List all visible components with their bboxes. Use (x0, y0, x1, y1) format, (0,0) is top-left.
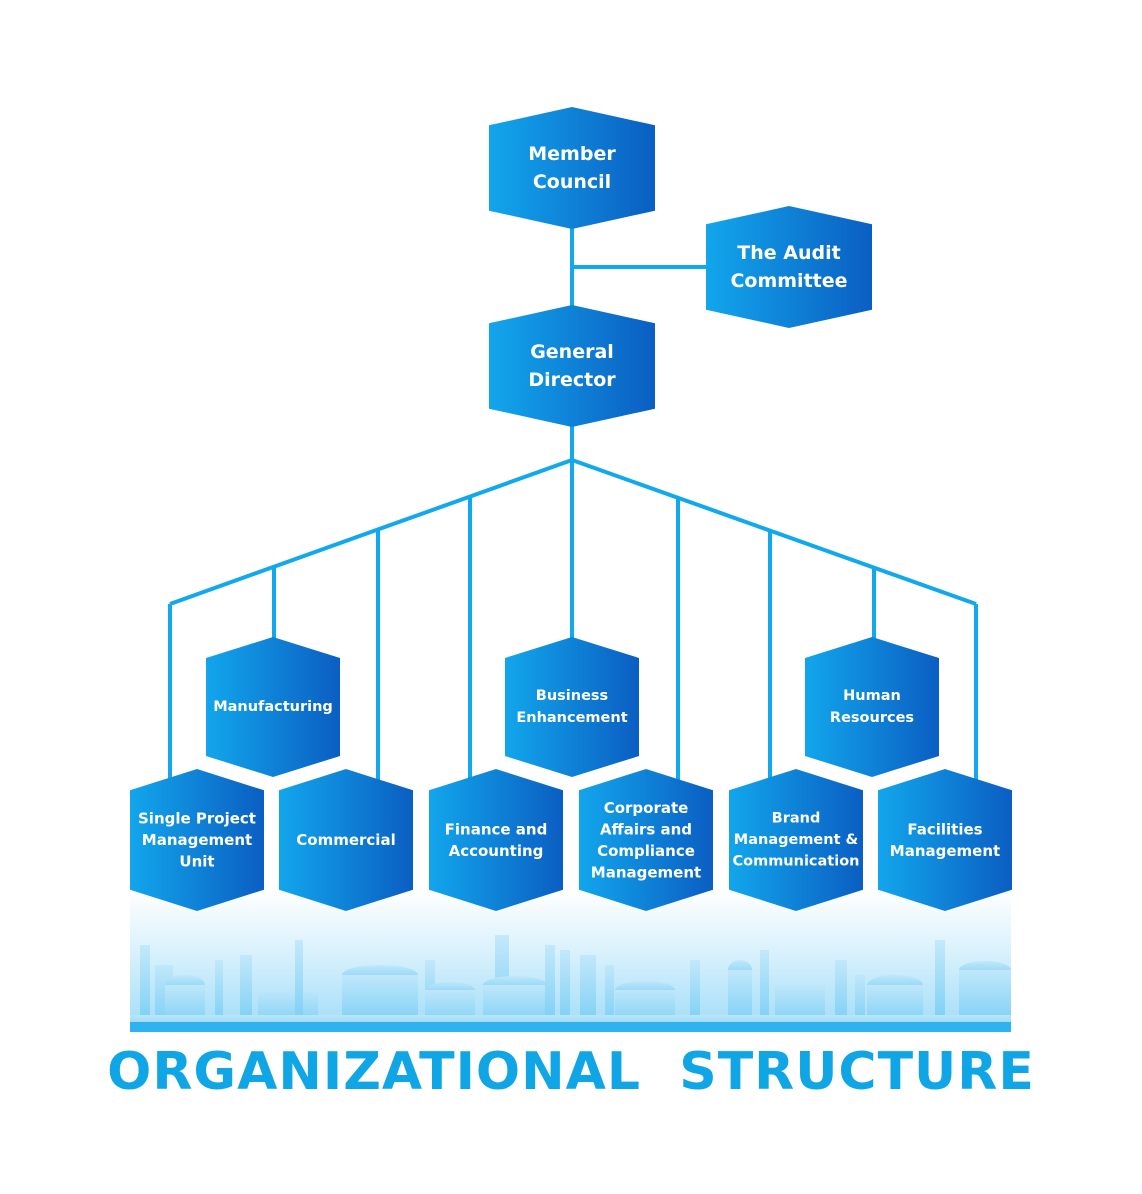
node-label: Director (528, 369, 616, 391)
node-label: Human (843, 688, 901, 704)
node-label: Business (536, 688, 608, 704)
node-shape (805, 637, 939, 777)
skyline-illustration (130, 890, 1011, 1032)
node-label: Management & (734, 832, 859, 848)
node-label: Management (890, 842, 1000, 860)
node-shape (579, 769, 713, 911)
node-label: Committee (730, 270, 847, 292)
node-label: Manufacturing (213, 699, 333, 715)
node-shape (279, 769, 413, 911)
node-label: Council (533, 171, 611, 193)
node-label: The Audit (737, 242, 840, 264)
node-label: Commercial (296, 831, 395, 849)
node-shape (729, 769, 863, 911)
page-title: ORGANIZATIONAL STRUCTURE (107, 1042, 1035, 1102)
node-label: Member (528, 143, 616, 165)
node-label: Resources (830, 710, 914, 726)
node-shape (489, 107, 655, 229)
node-label: Finance and (445, 820, 548, 838)
node-label: Corporate (604, 799, 689, 817)
node-manufacturing: Manufacturing (206, 637, 340, 777)
node-label: Accounting (449, 842, 544, 860)
node-label: General (530, 341, 614, 363)
node-label: Communication (732, 854, 859, 870)
node-label: Facilities (907, 820, 982, 838)
node-shape (878, 769, 1012, 911)
node-label: Single Project (138, 810, 256, 828)
node-label: Management (142, 831, 252, 849)
node-label: Brand (772, 811, 821, 827)
node-label: Compliance (597, 842, 695, 860)
node-shape (505, 637, 639, 777)
node-commercial: Commercial (279, 769, 413, 911)
node-label: Affairs and (600, 820, 692, 838)
node-label: Unit (179, 853, 214, 871)
connector-lines (168, 212, 978, 782)
node-shape (130, 769, 264, 911)
node-shape (429, 769, 563, 911)
node-shape (206, 637, 340, 777)
node-shape (489, 305, 655, 427)
node-label: Management (591, 863, 701, 881)
node-shape (706, 206, 872, 328)
node-label: Enhancement (516, 710, 627, 726)
